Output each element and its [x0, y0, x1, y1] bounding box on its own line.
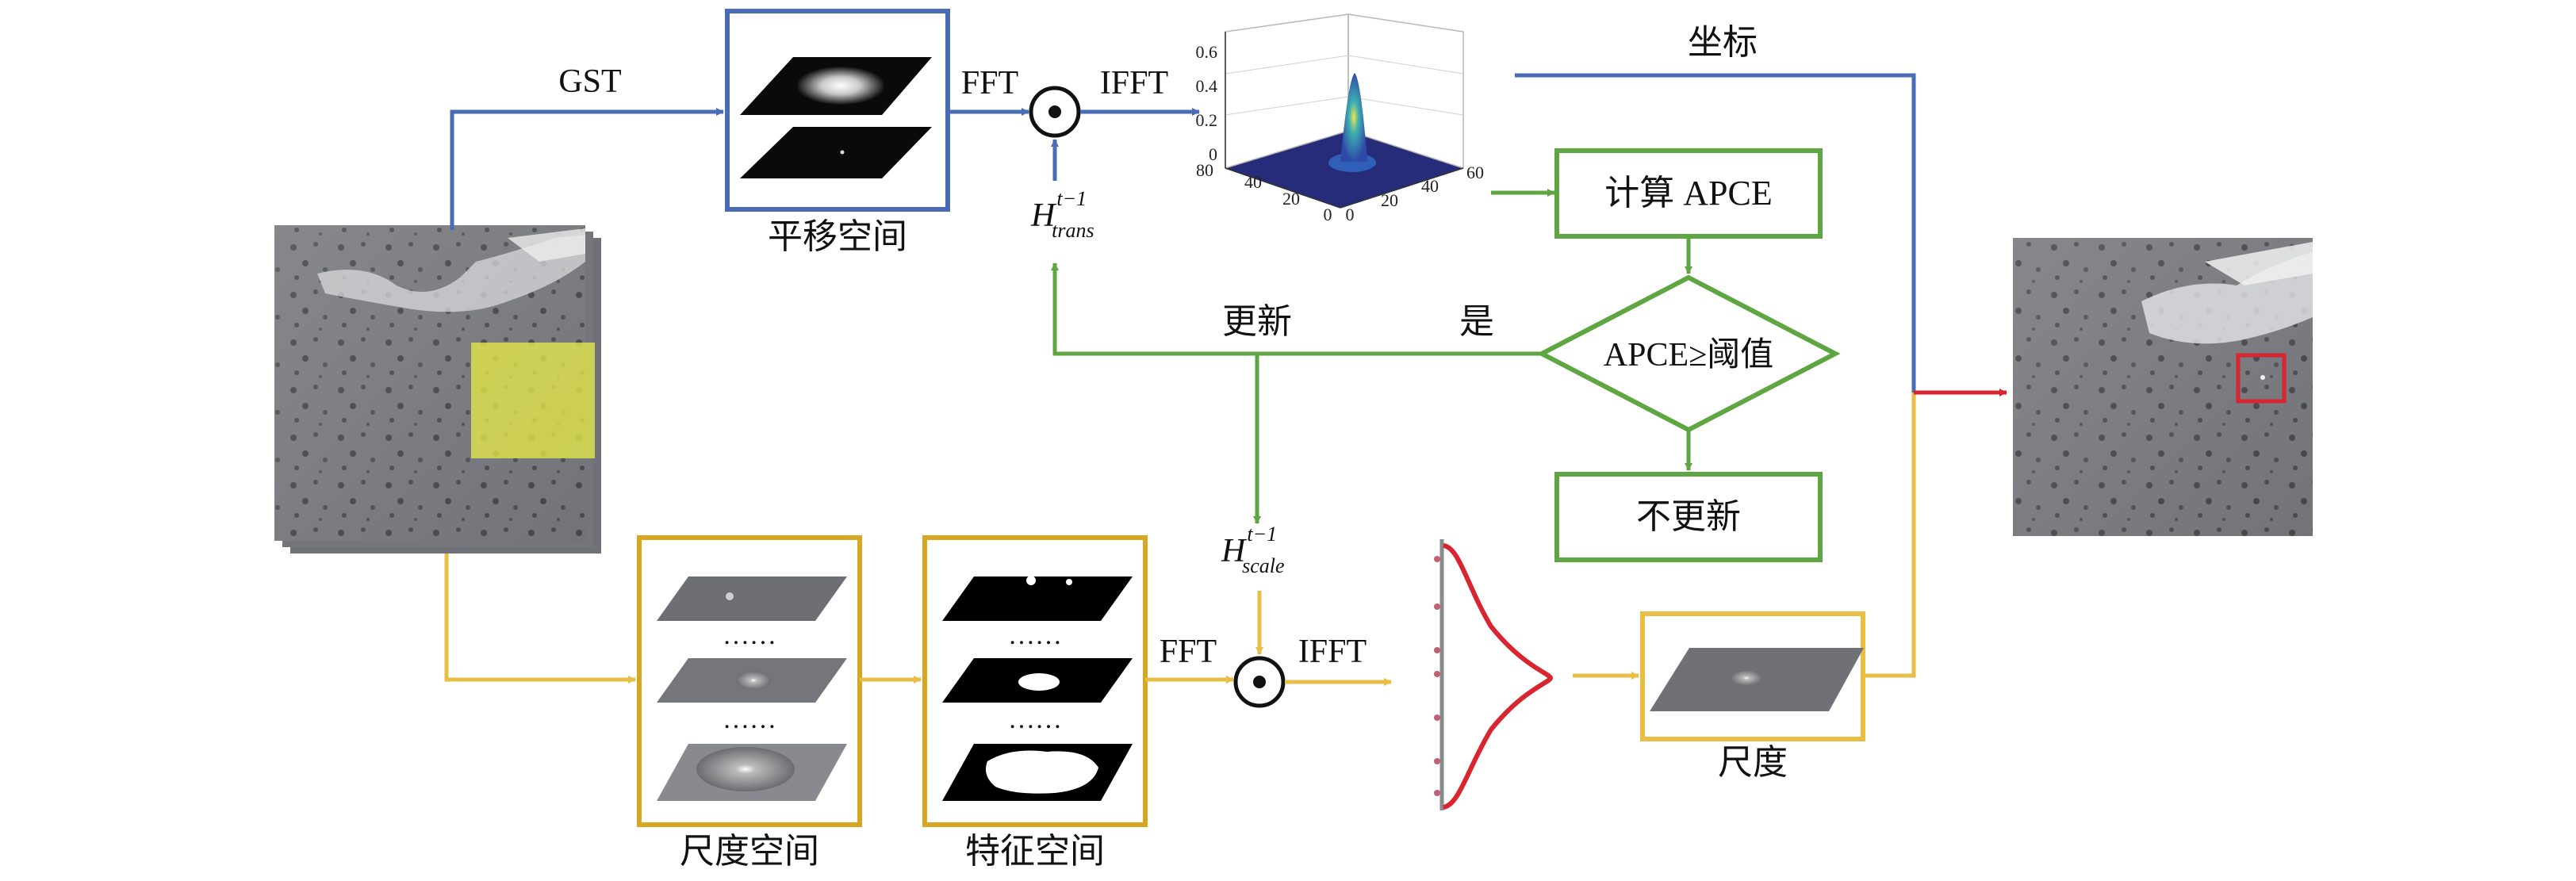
gaussian-curve — [1443, 543, 1554, 810]
feature-ellipsis-2: …… — [1008, 705, 1062, 734]
svg-text:20: 20 — [1381, 190, 1398, 210]
update-feedback-line — [1051, 262, 1542, 356]
scale-ellipsis-1: …… — [723, 621, 776, 650]
output — [1914, 238, 2313, 536]
svg-text:60: 60 — [1466, 163, 1484, 182]
svg-text:20: 20 — [1282, 189, 1300, 209]
yes-label: 是 — [1459, 302, 1494, 341]
svg-text:0: 0 — [1346, 205, 1355, 224]
tracked-target-box — [2236, 353, 2287, 404]
scale-space-label: 尺度空间 — [680, 832, 819, 871]
apce-decision-logic: 计算 APCE APCE≥阈值 不更新 更新 是 — [1051, 148, 1841, 562]
scale-result-label: 尺度 — [1718, 743, 1788, 782]
translation-layer-bottom — [740, 127, 932, 178]
gst-label: GST — [558, 63, 621, 100]
svg-text:0.6: 0.6 — [1196, 42, 1218, 62]
svg-text:0.4: 0.4 — [1196, 76, 1218, 96]
scale-ellipsis-2: …… — [723, 705, 776, 734]
ifft-bottom-label: IFFT — [1298, 634, 1367, 670]
response-3d-plot: 0.6 0.4 0.2 0 80 40 20 0 0 20 40 60 — [1196, 13, 1484, 224]
compute-apce-label: 计算 APCE — [1604, 174, 1772, 213]
update-label: 更新 — [1222, 302, 1292, 341]
apce-threshold-label: APCE≥阈值 — [1604, 337, 1773, 373]
feature-ellipsis-1: …… — [1008, 621, 1062, 650]
svg-text:40: 40 — [1244, 172, 1262, 192]
svg-text:40: 40 — [1421, 176, 1439, 196]
fft-top-label: FFT — [961, 65, 1018, 102]
scale-layer-1 — [657, 576, 847, 621]
coordinate-line — [1515, 73, 1916, 393]
svg-text:0.2: 0.2 — [1196, 110, 1218, 130]
response-peak — [1340, 73, 1367, 162]
translation-space-label: 平移空间 — [768, 217, 907, 256]
svg-text:0: 0 — [1324, 205, 1332, 224]
ifft-top-label: IFFT — [1100, 65, 1168, 102]
compute-apce-box — [1554, 148, 1823, 239]
feature-layer-1 — [942, 576, 1133, 621]
no-update-label: 不更新 — [1636, 497, 1741, 536]
no-update-box — [1554, 472, 1823, 562]
coordinate-label: 坐标 — [1688, 23, 1758, 62]
feature-space-label: 特征空间 — [965, 832, 1105, 871]
scale-response-curve — [1434, 539, 1554, 810]
scale-to-output-line — [1863, 393, 1916, 678]
svg-text:80: 80 — [1196, 160, 1213, 180]
gst-arrow — [450, 108, 724, 230]
svg-text:0: 0 — [1209, 144, 1217, 164]
to-scale-space-arrow — [444, 553, 636, 684]
target-region-highlight — [471, 343, 595, 458]
fft-bottom-label: FFT — [1160, 634, 1217, 670]
input-image-stack — [274, 225, 601, 553]
